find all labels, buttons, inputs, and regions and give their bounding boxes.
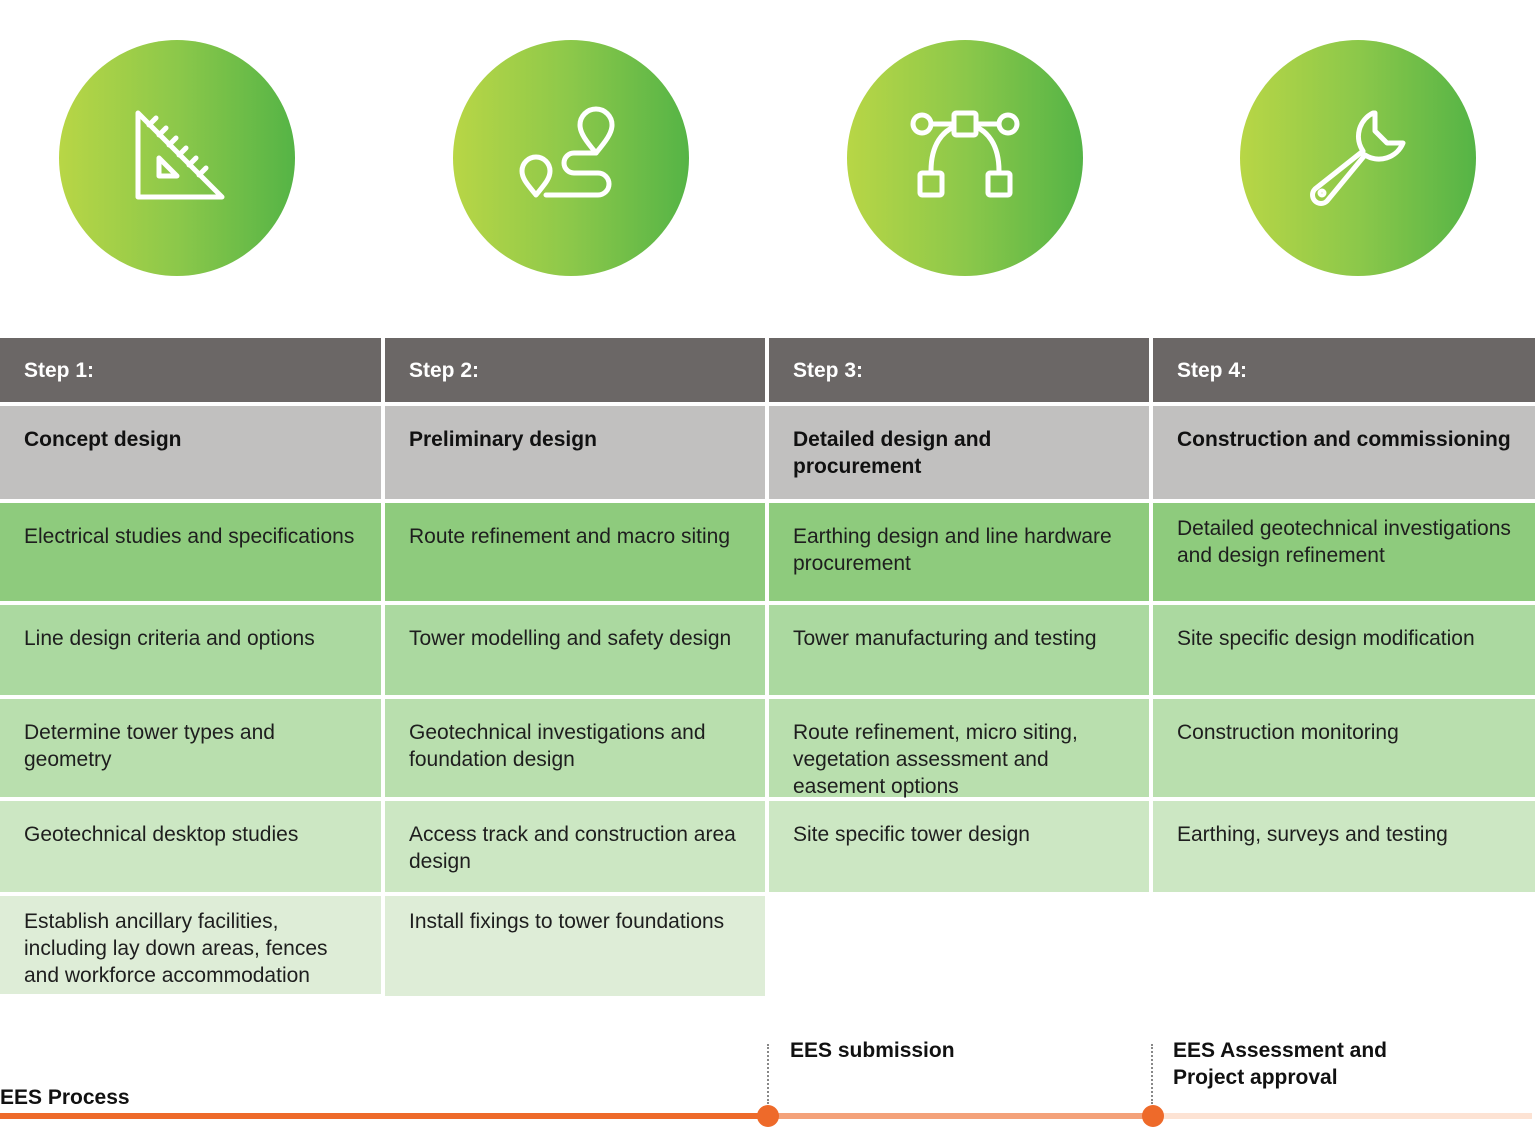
step-2-icon-circle <box>453 40 689 276</box>
step-4-title: Construction and commissioning <box>1153 406 1535 499</box>
step-1-icon-circle <box>59 40 295 276</box>
step-4-item: Earthing, surveys and testing <box>1153 801 1535 892</box>
step-1-item: Line design criteria and options <box>0 605 381 695</box>
step-3-icon-circle <box>847 40 1083 276</box>
ees-submission-label: EES submission <box>790 1039 955 1062</box>
step-1-item: Geotechnical desktop studies <box>0 801 381 892</box>
bezier-curve-icon <box>910 110 1020 198</box>
timeline-segment-process <box>0 1113 770 1119</box>
step-3-item: Earthing design and line hardware procur… <box>769 503 1149 601</box>
step-2-title: Preliminary design <box>385 406 765 499</box>
step-2-item: Access track and construction area desig… <box>385 801 765 892</box>
step-1-title-text: Concept design <box>24 428 182 451</box>
step-3-label: Step 3: <box>769 338 1149 402</box>
step-3-item: Route refinement, micro siting, vegetati… <box>769 699 1149 798</box>
step-2-column: Step 2: Preliminary design Route refinem… <box>385 338 765 1000</box>
step-2-item: Tower modelling and safety design <box>385 605 765 695</box>
approval-dotted-line <box>1151 1044 1153 1104</box>
step-4-item: Construction monitoring <box>1153 699 1535 797</box>
step-3-column: Step 3: Detailed design and procurement … <box>769 338 1149 896</box>
route-map-icon <box>519 106 615 198</box>
submission-milestone-dot <box>757 1105 779 1127</box>
step-2-item: Geotechnical investigations and foundati… <box>385 699 765 797</box>
step-2-item: Install fixings to tower foundations <box>385 896 765 996</box>
step-1-item: Determine tower types and geometry <box>0 699 381 797</box>
step-1-item: Establish ancillary facilities, includin… <box>0 896 381 994</box>
step-4-item: Detailed geotechnical investigations and… <box>1153 503 1535 601</box>
ees-process-label: EES Process <box>0 1086 130 1109</box>
timeline-segment-submission <box>770 1113 1154 1119</box>
step-2-item: Route refinement and macro siting <box>385 503 765 601</box>
set-square-icon <box>135 110 225 200</box>
step-4-icon-circle <box>1240 40 1476 276</box>
step-3-item: Tower manufacturing and testing <box>769 605 1149 695</box>
step-3-title: Detailed design and procurement <box>769 406 1149 499</box>
timeline-segment-approval <box>1154 1113 1532 1119</box>
step-1-column: Step 1: Concept design Electrical studie… <box>0 338 381 998</box>
wrench-icon <box>1310 110 1406 206</box>
step-2-label: Step 2: <box>385 338 765 402</box>
step-4-item: Site specific design modification <box>1153 605 1535 695</box>
step-1-item: Electrical studies and specifications <box>0 503 381 601</box>
submission-dotted-line <box>767 1044 769 1104</box>
step-1-title: Concept design <box>0 406 381 499</box>
step-4-column: Step 4: Construction and commissioning D… <box>1153 338 1535 896</box>
step-3-item: Site specific tower design <box>769 801 1149 892</box>
ees-approval-label: EES Assessment and Project approval <box>1173 1039 1387 1089</box>
step-4-label: Step 4: <box>1153 338 1535 402</box>
step-1-label: Step 1: <box>0 338 381 402</box>
approval-milestone-dot <box>1142 1105 1164 1127</box>
